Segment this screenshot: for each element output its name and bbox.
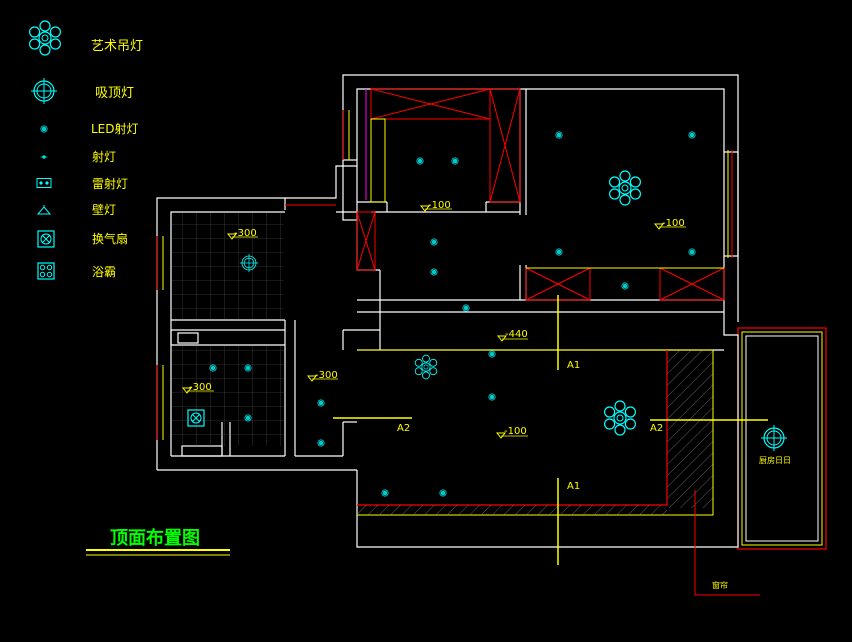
plan-title: 顶面布置图: [110, 527, 200, 549]
section-mark-a1-bottom: A1: [567, 481, 580, 492]
legend-label-led: LED射灯: [91, 121, 139, 136]
legend-label-bath-heater: 浴霸: [92, 265, 116, 279]
balcony-ceiling-lamp-icon: [760, 424, 788, 452]
level-label-bathroom: -300: [189, 382, 212, 393]
level-label-hall: -300: [315, 370, 338, 381]
section-marks: [333, 295, 768, 565]
level-label-living: -100: [504, 426, 527, 437]
legend-label-recessed: 雷射灯: [92, 176, 128, 191]
level-label-bedroom-1: -100: [428, 200, 451, 211]
leader-line: [694, 490, 760, 596]
recessed-spotlight-icon: [36, 178, 52, 188]
spotlight-icon: [40, 154, 48, 160]
level-markers: [182, 205, 686, 439]
level-label-kitchen: -300: [234, 228, 257, 239]
bath-heater-icon: [37, 262, 55, 280]
ceiling-lamp-icon: [30, 77, 58, 105]
windows: [156, 89, 733, 440]
plan-title-block: 顶面布置图: [86, 527, 230, 556]
tiled-ceiling-upper: [172, 213, 284, 319]
level-label-bedroom-2: -100: [662, 218, 685, 229]
section-mark-a2-left: A2: [397, 423, 410, 434]
legend-label-ceiling-lamp: 吸顶灯: [95, 86, 134, 101]
legend-label-wall-lamp: 壁灯: [92, 202, 116, 217]
leader-label: 窗帘: [712, 580, 728, 590]
wall-lamp-icon: [37, 204, 51, 215]
legend: 艺术吊灯 吸顶灯 LED射灯 射灯 雷射灯 壁灯 换气扇 浴霸: [29, 20, 143, 280]
tiled-ceiling-lower: [172, 346, 284, 446]
balcony: 厨房日日: [737, 327, 827, 550]
dining-chandelier-icon: [414, 354, 438, 380]
living-room-ceiling-band: [357, 349, 714, 516]
balcony-lamp-label: 厨房日日: [759, 455, 791, 465]
chandelier-icon: [29, 20, 62, 56]
living-chandelier-icon: [603, 400, 637, 436]
section-mark-a2-right: A2: [650, 423, 663, 434]
exhaust-fan-icon: [37, 230, 55, 248]
legend-label-exhaust-fan: 换气扇: [92, 231, 128, 246]
level-label-corridor: -440: [505, 329, 528, 340]
cabinet-outlines: [370, 118, 724, 269]
section-mark-a1-top: A1: [567, 360, 580, 371]
legend-label-chandelier: 艺术吊灯: [91, 39, 143, 54]
bedroom-chandelier-icon: [608, 170, 642, 206]
led-spotlight-icon: [40, 125, 48, 133]
legend-label-spotlight: 射灯: [92, 149, 116, 164]
